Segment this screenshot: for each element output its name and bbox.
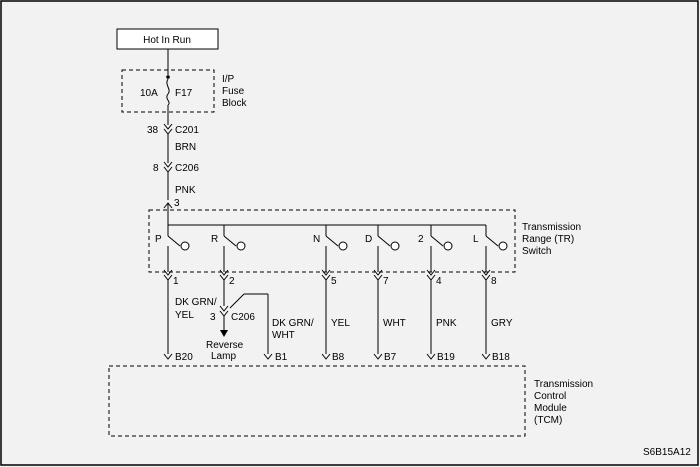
switch-l-contact (498, 241, 508, 251)
switch-input-pin: 3 (174, 198, 180, 209)
c201-pin: 38 (147, 125, 159, 136)
c201-name: C201 (175, 125, 199, 136)
tcm-label-4: (TCM) (534, 415, 562, 426)
c201-connector-icon (163, 123, 173, 135)
fuse-symbol (166, 78, 170, 106)
tr-switch-box (148, 209, 516, 273)
dkgrn-wht-label-1: DK GRN/ (272, 318, 314, 329)
c206-top-pin: 8 (153, 163, 159, 174)
b20-pin: B20 (175, 352, 193, 363)
c206-splice-wire (229, 293, 245, 309)
switch-d-tcm-connector-icon (373, 353, 383, 360)
switch-n-pos-label: N (313, 234, 320, 245)
switch-r-pin: 2 (229, 276, 235, 287)
tcm-box (108, 365, 526, 437)
switch-r-blade (223, 235, 237, 247)
switch-2-blade (430, 235, 444, 247)
switch-d-pin: 7 (383, 276, 389, 287)
switch-r-pos-label: R (211, 234, 218, 245)
fuse-block-label-3: Block (222, 98, 247, 109)
tcm-label-1: Transmission (534, 379, 593, 390)
switch-n-contact (338, 241, 348, 251)
fuse-rating: 10A (140, 88, 158, 99)
c206-lower-name: C206 (231, 312, 255, 323)
fuse-terminal-top (166, 75, 170, 79)
pnk-feed-label: PNK (175, 185, 196, 196)
switch-n-tcm-connector-icon (321, 353, 331, 360)
c206-connector-icon (163, 161, 173, 173)
switch-d-tcm-pin: B7 (384, 352, 397, 363)
switch-r-contact (236, 241, 246, 251)
fuse-block-box (121, 69, 215, 113)
switch-p-pos-label: P (155, 234, 162, 245)
fuse-id: F17 (175, 88, 193, 99)
b20-connector-icon (163, 353, 173, 360)
reverse-lamp-arrow-icon (220, 330, 228, 337)
switch-n-wire-color: YEL (331, 318, 350, 329)
switch-p-pin: 1 (173, 276, 179, 287)
tr-switch-label-2: Range (TR) (522, 234, 574, 245)
switch-n-blade (325, 235, 339, 247)
switch-p-blade (167, 235, 181, 247)
fuse-block-label-1: I/P (222, 74, 235, 85)
switch-n-tcm-pin: B8 (332, 352, 345, 363)
fuse-block-label-2: Fuse (222, 86, 245, 97)
switch-l-blade (485, 235, 499, 247)
switch-p-contact (180, 241, 190, 251)
switch-l-tcm-connector-icon (481, 353, 491, 360)
b1-connector-icon (263, 353, 273, 360)
figure-code: S6B15A12 (643, 447, 691, 458)
switch-l-wire-color: GRY (491, 318, 513, 329)
reverse-lamp-label-1: Reverse (206, 340, 244, 351)
switch-l-tcm-pin: B18 (492, 352, 510, 363)
dkgrn-yel-label-1: DK GRN/ (175, 297, 217, 308)
c206-lower-connector-icon (219, 305, 229, 317)
tcm-label-3: Module (534, 403, 567, 414)
switch-2-tcm-connector-icon (426, 353, 436, 360)
switch-2-pin: 4 (436, 276, 442, 287)
switch-d-contact (390, 241, 400, 251)
tcm-label-2: Control (534, 391, 566, 402)
brn-wire-label: BRN (175, 142, 196, 153)
c206-lower-pin: 3 (210, 312, 216, 323)
switch-2-wire-color: PNK (436, 318, 457, 329)
switch-2-tcm-pin: B19 (437, 352, 455, 363)
dkgrn-yel-label-2: YEL (175, 310, 194, 321)
switch-2-pos-label: 2 (418, 234, 424, 245)
c206-top-name: C206 (175, 163, 199, 174)
switch-n-pin: 5 (331, 276, 337, 287)
tr-switch-label-1: Transmission (522, 222, 581, 233)
switch-d-pos-label: D (365, 234, 372, 245)
b1-pin: B1 (275, 352, 288, 363)
tr-switch-label-3: Switch (522, 246, 551, 257)
hot-in-run-label: Hot In Run (143, 35, 191, 46)
switch-l-pin: 8 (491, 276, 497, 287)
switch-d-blade (377, 235, 391, 247)
switch-l-pos-label: L (473, 234, 479, 245)
reverse-lamp-label-2: Lamp (211, 351, 236, 362)
switch-d-wire-color: WHT (383, 318, 406, 329)
dkgrn-wht-label-2: WHT (272, 330, 295, 341)
switch-2-contact (443, 241, 453, 251)
